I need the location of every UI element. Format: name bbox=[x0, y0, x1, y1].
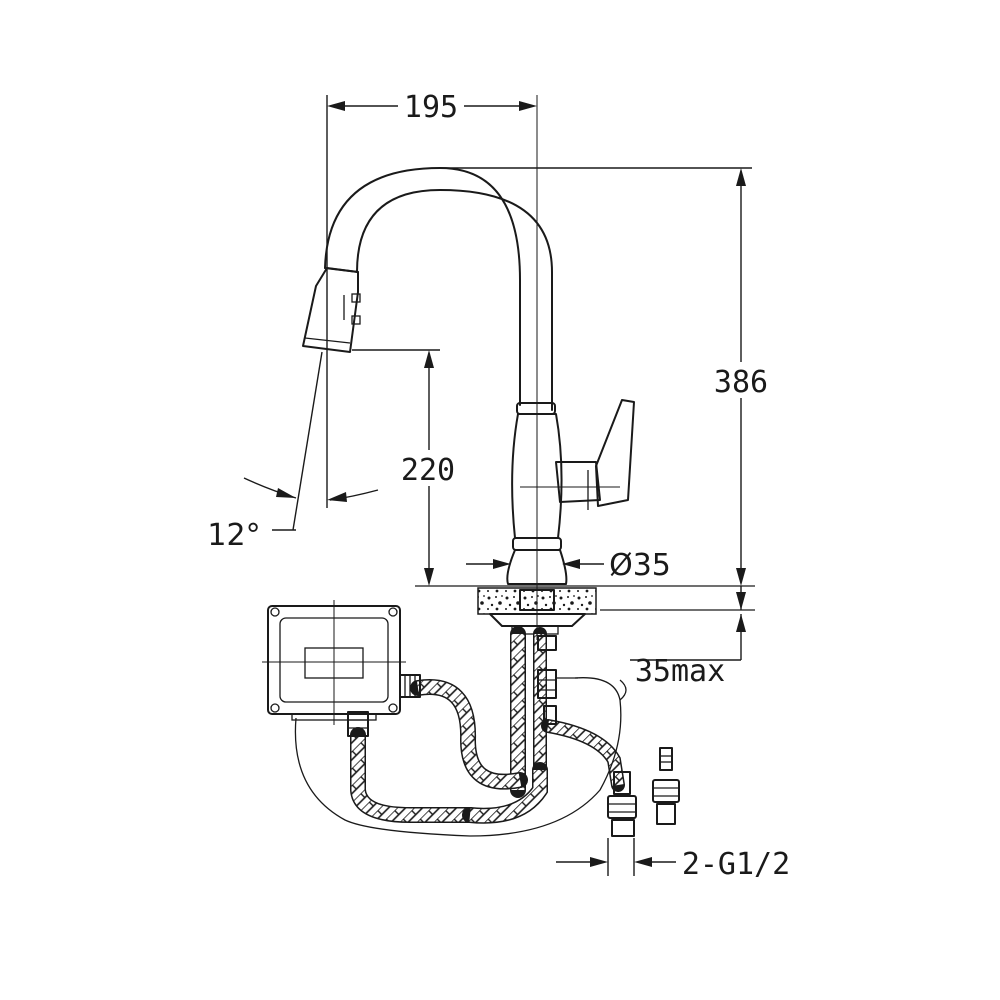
lever-handle bbox=[555, 399, 635, 510]
inlet-fitting-left bbox=[607, 771, 637, 837]
angle-label: 12° bbox=[207, 518, 260, 553]
countertop bbox=[415, 585, 755, 635]
spray-head bbox=[302, 267, 361, 353]
inlets-label: 2-G1/2 bbox=[682, 847, 790, 882]
reach-label: 195 bbox=[404, 90, 458, 125]
clearance-label: 220 bbox=[401, 453, 455, 488]
dimension-diameter: Ø35 bbox=[466, 548, 671, 583]
spout bbox=[324, 167, 553, 411]
sensor-cables bbox=[294, 677, 627, 837]
deck-thickness-label: 35max bbox=[635, 654, 725, 689]
braided-hoses bbox=[350, 626, 625, 824]
dimension-height: 386 bbox=[440, 167, 778, 586]
dimension-angle: 12° bbox=[207, 351, 379, 553]
diameter-label: Ø35 bbox=[609, 548, 671, 583]
centerlines bbox=[520, 95, 620, 640]
height-label: 386 bbox=[714, 365, 768, 400]
control-box bbox=[262, 600, 421, 737]
dimension-deck-thickness: 35max bbox=[630, 586, 746, 689]
inlet-fitting-right bbox=[652, 747, 680, 825]
dimension-reach: 195 bbox=[326, 88, 537, 508]
dimension-inlets: 2-G1/2 bbox=[556, 838, 790, 882]
dimension-clearance: 220 bbox=[352, 349, 464, 586]
